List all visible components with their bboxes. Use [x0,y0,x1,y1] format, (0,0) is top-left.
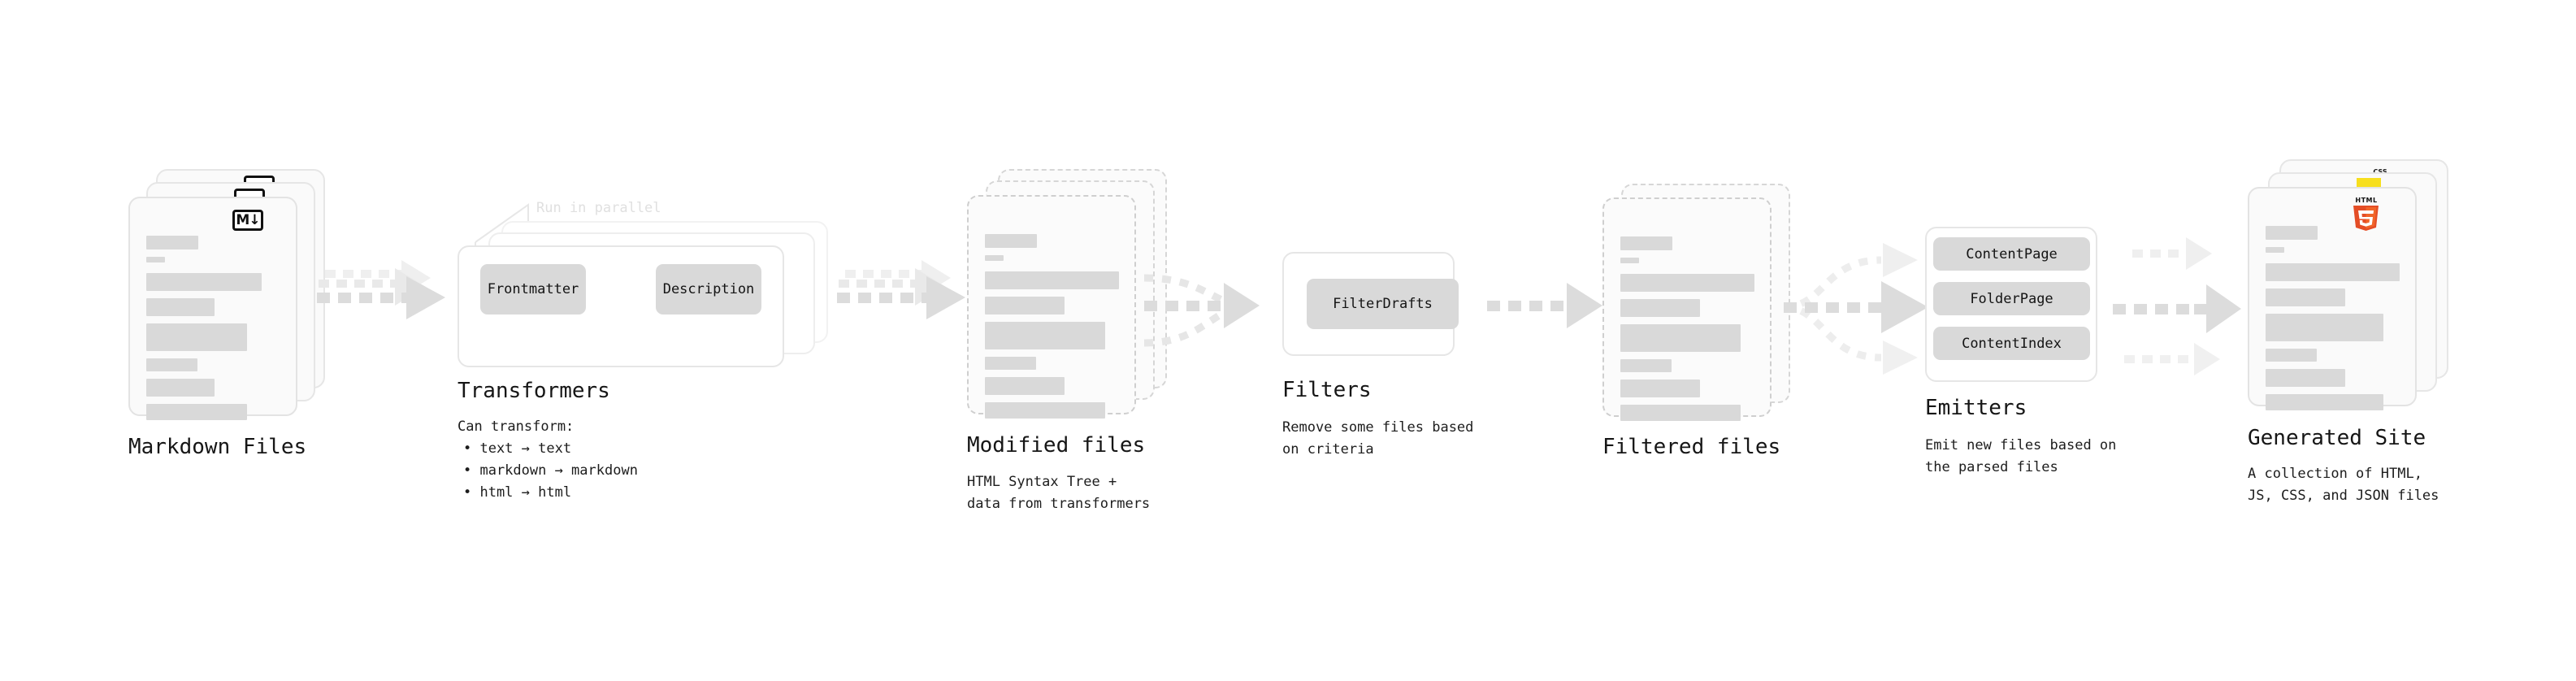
skeleton-line [1620,359,1672,372]
skeleton-line [2266,349,2317,362]
emitters-heading: Emitters [1925,396,2027,420]
svg-text:CSS: CSS [2373,168,2387,176]
generated-card-front: HTML [2248,187,2417,410]
connector-modified-to-filters [1143,274,1260,347]
emitter-chip-contentindex[interactable]: ContentIndex [1933,327,2090,360]
skeleton-line [1620,274,1754,292]
connector-filtered-to-emitters [1783,243,1928,375]
markdown-files-heading: Markdown Files [128,435,307,459]
skeleton-line [146,379,215,397]
skeleton-line [985,377,1065,395]
modified-files-desc-2: data from transformers [967,496,1151,512]
filters-desc-1: Remove some files based [1282,419,1474,436]
connector-markdown-to-transformers [317,260,445,319]
skeleton-line [2266,226,2318,240]
skeleton-line [146,257,165,262]
skeleton-line [2266,263,2400,281]
skeleton-line [146,404,247,420]
svg-text:HTML: HTML [2355,197,2377,204]
skeleton-line [2266,247,2284,253]
skeleton-line [985,322,1105,349]
generated-skeleton-lines [2266,226,2402,418]
skeleton-line [146,273,262,291]
skeleton-line [2266,394,2383,410]
markdown-logo-icon: M↓ [232,210,263,231]
skeleton-line [985,234,1037,248]
run-in-parallel-label: Run in parallel [536,200,661,216]
skeleton-line [985,402,1105,419]
skeleton-line [1620,299,1700,317]
transformers-desc-intro: Can transform: [458,419,575,435]
skeleton-line [1620,258,1639,263]
emitters-desc-2: the parsed files [1925,459,2058,475]
generated-site-heading: Generated Site [2248,426,2426,450]
filters-desc-2: on criteria [1282,441,1374,458]
skeleton-line [146,298,215,316]
markdown-skeleton-lines [146,236,283,427]
modified-files-desc-1: HTML Syntax Tree + [967,474,1117,490]
markdown-card-front: M↓ [128,197,297,420]
filtered-card-front [1602,197,1772,421]
transformers-heading: Transformers [458,379,610,403]
skeleton-line [985,357,1036,370]
skeleton-line [985,255,1004,261]
connector-filters-to-filtered [1487,283,1602,328]
transformers-transform-2: • markdown → markdown [463,462,638,479]
skeleton-line [1620,236,1672,250]
transformer-chip-description[interactable]: Description [656,264,761,314]
modified-card-front [967,195,1136,419]
filtered-skeleton-lines [1620,236,1757,428]
transformers-transform-3: • html → html [463,484,572,501]
skeleton-line [1620,324,1741,352]
transformers-transform-1: • text → text [463,440,572,457]
skeleton-line [146,236,198,249]
skeleton-line [1620,405,1741,421]
skeleton-line [2266,288,2345,306]
generated-site-desc-1: A collection of HTML, [2248,466,2422,482]
modified-skeleton-lines [985,234,1121,426]
filtered-files-heading: Filtered files [1602,435,1781,459]
modified-files-heading: Modified files [967,433,1146,458]
skeleton-line [2266,314,2383,341]
generated-site-desc-2: JS, CSS, and JSON files [2248,488,2439,504]
skeleton-line [985,297,1065,314]
filter-chip-filterdrafts[interactable]: FilterDrafts [1307,279,1459,329]
transformer-chip-frontmatter[interactable]: Frontmatter [480,264,586,314]
skeleton-line [146,358,197,371]
skeleton-line [1620,380,1700,397]
skeleton-line [985,271,1119,289]
skeleton-line [146,323,247,351]
emitter-chip-contentpage[interactable]: ContentPage [1933,237,2090,271]
connector-transformers-to-modified [837,260,965,319]
skeleton-line [2266,369,2345,387]
emitter-chip-folderpage[interactable]: FolderPage [1933,282,2090,315]
markdown-logo-text: M↓ [236,211,260,228]
filters-heading: Filters [1282,378,1372,402]
emitters-desc-1: Emit new files based on [1925,437,2117,453]
connector-emitters-to-generated [2113,237,2241,375]
html5-logo-icon: HTML [2353,197,2379,231]
